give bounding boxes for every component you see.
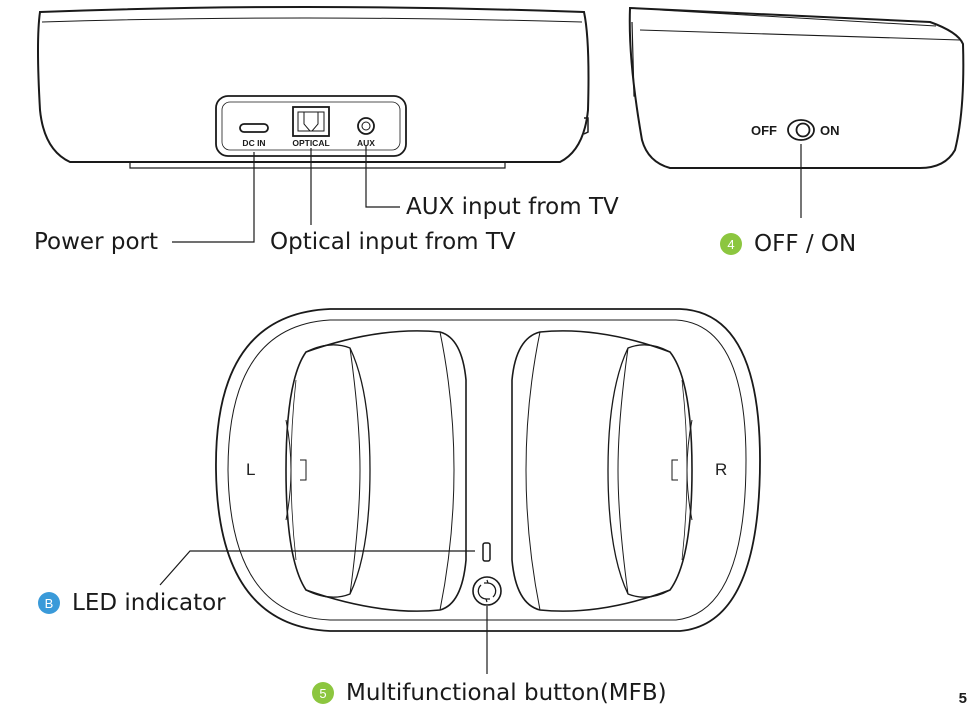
badge-5: 5: [312, 682, 334, 704]
page-number: 5: [958, 690, 967, 707]
right-side-label: R: [715, 460, 728, 479]
optical-label: OPTICAL: [292, 138, 330, 148]
mfb-button: [472, 576, 502, 674]
base-side-view: [628, 6, 965, 169]
mfb-callout: Multifunctional button(MFB): [346, 680, 667, 706]
base-back-view: [37, 6, 590, 169]
right-earcup: [511, 330, 693, 612]
optical-port: [292, 106, 330, 137]
dc-in-label: DC IN: [242, 138, 266, 148]
power-port-callout: Power port: [34, 229, 158, 255]
power-switch: [787, 119, 815, 218]
switch-off-label: OFF: [751, 123, 777, 138]
switch-on-label: ON: [820, 123, 840, 138]
off-on-callout: OFF / ON: [754, 231, 857, 257]
led-indicator-callout: LED indicator: [72, 590, 226, 616]
left-side-label: L: [246, 460, 256, 479]
led-indicator: [159, 542, 491, 586]
callout-lines-back: [172, 146, 400, 243]
optical-input-callout: Optical input from TV: [270, 229, 516, 255]
badge-4: 4: [720, 233, 742, 255]
dc-in-port: [239, 123, 269, 133]
left-earcup: [285, 330, 467, 612]
aux-input-callout: AUX input from TV: [406, 194, 619, 220]
aux-port: [357, 117, 375, 135]
badge-b: B: [38, 592, 60, 614]
aux-label: AUX: [357, 138, 375, 148]
